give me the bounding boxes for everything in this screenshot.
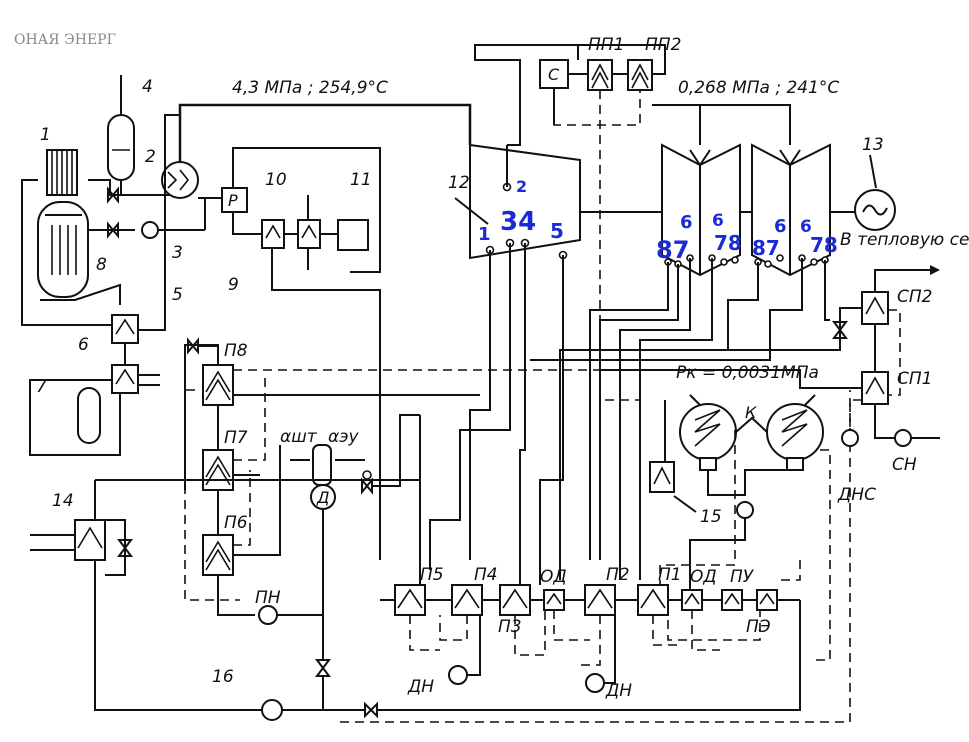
- label-OD1: ОД: [540, 567, 567, 587]
- label-P2: П2: [606, 565, 630, 585]
- label-8: 8: [96, 255, 107, 275]
- unit-11: [337, 219, 369, 251]
- heat-exchanger-14: [74, 519, 106, 561]
- hand-2: 2: [516, 177, 527, 196]
- label-PE: ПЭ: [746, 617, 771, 637]
- pump-sn-icon: [894, 429, 912, 447]
- label-heat-net: В тепловую сеть: [840, 230, 969, 250]
- tank-7: [77, 387, 101, 444]
- valve-p8: [187, 337, 199, 355]
- valve-sp: [832, 321, 848, 339]
- label-PU: ПУ: [730, 567, 755, 587]
- label-9: 9: [228, 275, 239, 295]
- label-C: С: [548, 65, 560, 84]
- label-DNS: ДНС: [837, 485, 876, 505]
- condenser-pressure: Рк = 0,0031МПа: [676, 363, 819, 383]
- reheat-params: 0,268 МПа ; 241°С: [678, 78, 839, 98]
- label-P3: П3: [498, 617, 522, 637]
- label-DN1: ДН: [407, 677, 434, 697]
- valve-feed: [315, 659, 331, 677]
- label-3: 3: [172, 243, 183, 263]
- label-4: 4: [142, 77, 153, 97]
- valve-bottom: [364, 701, 378, 719]
- label-PN: ПН: [255, 588, 281, 608]
- label-alpha-eu: αэу: [328, 427, 360, 447]
- heater-9: [261, 219, 285, 249]
- label-15: 15: [700, 507, 722, 527]
- hotwell-1: [699, 457, 717, 471]
- lp-turbine-2: [751, 143, 831, 277]
- label-OD2: ОД: [690, 567, 717, 587]
- hand-b78: 78: [714, 231, 742, 255]
- seal-cooler: [721, 589, 743, 611]
- condensate-pump-icon: [736, 501, 754, 519]
- label-11: 11: [350, 170, 372, 190]
- valve-14: [117, 539, 133, 557]
- label-D: Д: [316, 488, 330, 507]
- reactor: 1: [37, 125, 89, 298]
- pump-pn-icon: [258, 605, 278, 625]
- ejector-cooler: [756, 589, 778, 611]
- valve-2: [107, 221, 119, 239]
- deaerator-tank: [310, 484, 336, 510]
- heater-10: [297, 219, 321, 249]
- hotwell-2: [786, 457, 804, 471]
- hp-heaters: П8 П7 П6: [202, 341, 248, 576]
- pump-dns-icon: [841, 429, 859, 447]
- label-P: Р: [228, 191, 238, 210]
- hand-c87: 87: [752, 236, 780, 260]
- steam-generator: 2: [145, 147, 199, 199]
- label-P6: П6: [224, 513, 248, 533]
- lp-turbine-1: [661, 143, 741, 277]
- condenser-1: [679, 403, 737, 461]
- label-P5: П5: [420, 565, 444, 585]
- label-7: 7: [36, 377, 47, 397]
- hand-d78: 78: [810, 233, 838, 257]
- label-1: 1: [40, 125, 51, 145]
- pump-dn1-icon: [448, 665, 468, 685]
- header-scrap-line2: ОНАЯ ЭНЕРГ: [14, 32, 116, 48]
- label-SN: СН: [892, 455, 917, 475]
- label-6: 6: [78, 335, 89, 355]
- heater-15: [649, 461, 675, 493]
- label-13: 13: [862, 135, 884, 155]
- hand-b6: 6: [712, 211, 724, 231]
- label-10: 10: [265, 170, 287, 190]
- hand-5: 5: [550, 219, 564, 243]
- pump-dn2-icon: [585, 673, 605, 693]
- label-2: 2: [145, 147, 156, 167]
- label-P1: П1: [658, 565, 682, 585]
- label-SP1: СП1: [897, 369, 932, 389]
- hand-d6: 6: [800, 217, 812, 237]
- label-14: 14: [52, 491, 74, 511]
- label-alpha-sht: αшт: [280, 427, 318, 447]
- hand-c6: 6: [774, 216, 787, 237]
- pump-16-icon: [261, 699, 283, 721]
- label-5: 5: [172, 285, 183, 305]
- regulator-box: [221, 187, 248, 213]
- hand-a87: 87: [656, 236, 689, 264]
- label-SP2: СП2: [897, 287, 932, 307]
- lp-heater-chain: П5 П4 П3 ОД П2 П1 ОД ПУ ПЭ: [380, 565, 800, 637]
- pump-3-icon: [141, 221, 159, 239]
- hand-1: 1: [478, 224, 491, 245]
- hand-34: 34: [500, 207, 536, 237]
- label-P4: П4: [474, 565, 498, 585]
- label-P8: П8: [224, 341, 248, 361]
- valve-deaerator: [361, 477, 373, 495]
- label-DN2: ДН: [605, 681, 632, 701]
- label-K: К: [745, 403, 757, 422]
- label-16: 16: [212, 667, 234, 687]
- valve-1: [107, 186, 119, 204]
- hand-a6: 6: [680, 212, 693, 233]
- label-P7: П7: [224, 428, 248, 448]
- steam-params: 4,3 МПа ; 254,9°С: [232, 78, 388, 98]
- label-12: 12: [448, 173, 470, 193]
- separator-C: [539, 59, 569, 89]
- arrow-heat-net-icon: [930, 265, 940, 275]
- condenser-2: [766, 403, 824, 461]
